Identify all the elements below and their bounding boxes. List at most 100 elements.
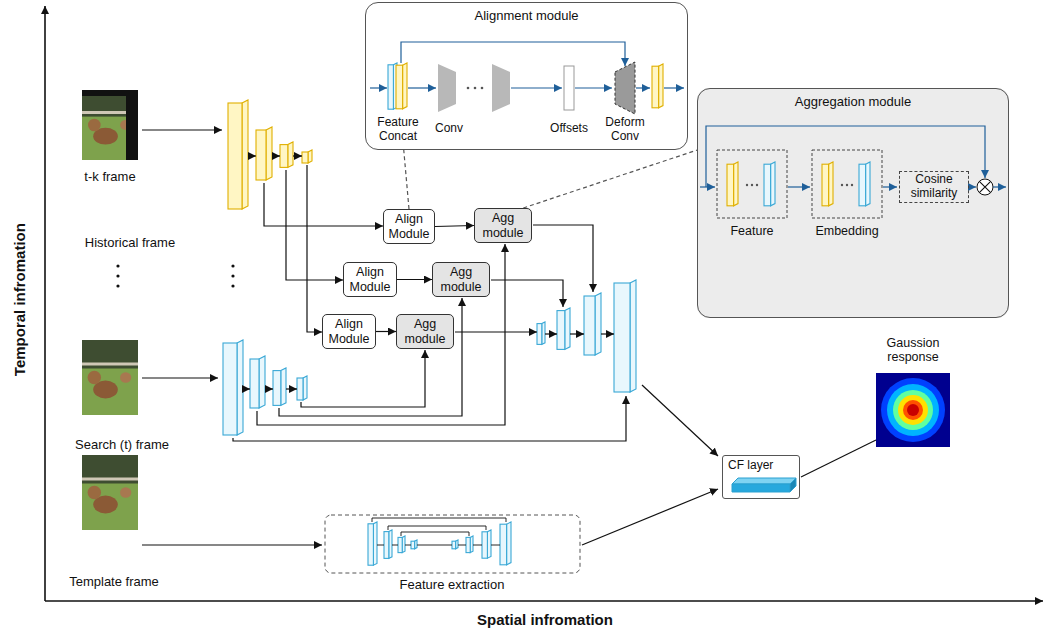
fused-feature-map bbox=[565, 308, 570, 349]
agg-module-box: Agg module bbox=[432, 262, 490, 297]
part-label: Deform Conv bbox=[605, 115, 644, 143]
frame-label: t-k frame bbox=[55, 170, 165, 185]
arrow-connector bbox=[397, 279, 432, 280]
dashed-group-box bbox=[325, 515, 580, 573]
part-label: Feature bbox=[730, 224, 773, 238]
frame-label: Template frame bbox=[49, 575, 179, 590]
extraction-feature-map bbox=[411, 541, 415, 549]
multiply-symbol bbox=[979, 181, 990, 192]
fused-feature-map bbox=[537, 324, 542, 345]
wire bbox=[473, 545, 482, 546]
ellipsis-dot bbox=[116, 284, 119, 287]
wire bbox=[458, 545, 466, 546]
ellipsis-dot bbox=[231, 284, 234, 287]
historical-feature-map bbox=[256, 130, 266, 180]
wire bbox=[642, 385, 718, 456]
fused-feature-map bbox=[630, 280, 636, 392]
wire bbox=[408, 87, 436, 88]
historical-feature-map bbox=[288, 142, 293, 167]
wire bbox=[801, 440, 876, 477]
search-feature-map bbox=[273, 368, 286, 405]
wire bbox=[279, 298, 462, 416]
axis-label: Temporal infromation bbox=[11, 185, 28, 415]
cf-filter-slab bbox=[732, 478, 796, 492]
fused-feature-map bbox=[557, 308, 570, 349]
node-text: CF layer bbox=[728, 459, 773, 473]
search-feature-map bbox=[273, 371, 281, 406]
ellipsis-dot bbox=[116, 274, 119, 277]
frame-label: Historical frame bbox=[85, 235, 175, 250]
part-label: Embedding bbox=[802, 224, 892, 238]
wire bbox=[307, 165, 322, 332]
search-feature-map bbox=[259, 356, 265, 408]
ellipsis-dot bbox=[756, 184, 758, 186]
multiply-symbol bbox=[977, 179, 993, 195]
extraction-feature-map bbox=[368, 522, 377, 565]
wire bbox=[286, 170, 343, 280]
search-feature-map bbox=[297, 376, 307, 400]
fused-feature-map bbox=[584, 296, 595, 355]
video-frame-photo bbox=[120, 372, 131, 383]
ellipsis-dot bbox=[116, 264, 119, 267]
wire bbox=[401, 532, 469, 536]
wire bbox=[455, 331, 537, 332]
extraction-feature-map bbox=[482, 530, 491, 558]
feature-map bbox=[771, 162, 775, 206]
extraction-feature-map bbox=[368, 524, 373, 565]
video-frame-photo bbox=[82, 90, 138, 160]
historical-feature-map bbox=[256, 127, 272, 180]
video-frame-photo bbox=[88, 119, 101, 132]
fused-feature-map bbox=[537, 322, 545, 344]
wire bbox=[243, 388, 250, 389]
part-label: Deform Conv bbox=[599, 116, 651, 144]
video-frame-photo bbox=[82, 455, 138, 484]
wire bbox=[491, 280, 563, 307]
frame-label: Historical frame bbox=[65, 236, 195, 251]
search-feature-map bbox=[281, 368, 286, 405]
video-frame-photo bbox=[126, 90, 138, 160]
video-frame-photo bbox=[82, 455, 138, 530]
gaussian-response-map bbox=[876, 373, 950, 447]
embedding-map bbox=[829, 162, 833, 206]
embedding-map bbox=[822, 162, 833, 206]
wire bbox=[392, 545, 398, 546]
aggregation-module-panel: Aggregation moduleCosine similarity bbox=[697, 88, 1009, 318]
wire bbox=[272, 155, 280, 156]
conv-layer bbox=[438, 64, 456, 112]
wire bbox=[601, 333, 614, 334]
cf-filter-slab bbox=[790, 478, 796, 492]
wire bbox=[301, 350, 425, 407]
concat-feature-map bbox=[396, 63, 407, 109]
cf-filter-slab bbox=[732, 478, 796, 484]
agg-module-box: Agg module bbox=[396, 314, 454, 349]
cf-layer-box: CF layer bbox=[722, 455, 800, 499]
wire bbox=[370, 87, 387, 88]
wire bbox=[511, 87, 562, 88]
wire bbox=[664, 87, 684, 88]
ellipsis-dot bbox=[846, 184, 848, 186]
multiply-symbol bbox=[977, 179, 993, 195]
extraction-feature-map bbox=[466, 536, 473, 553]
offsets-map bbox=[564, 66, 574, 110]
part-label: Feature bbox=[712, 224, 792, 238]
node-text: Align Module bbox=[347, 265, 393, 294]
gaussian-response-map bbox=[907, 404, 919, 416]
ellipsis-dot bbox=[231, 274, 234, 277]
extraction-feature-map bbox=[398, 537, 402, 552]
wire bbox=[142, 544, 322, 545]
axis-label: Temporal infromation bbox=[11, 223, 28, 376]
wire bbox=[142, 129, 222, 130]
wire bbox=[405, 545, 411, 546]
axis-line bbox=[44, 6, 46, 601]
historical-feature-map bbox=[280, 145, 288, 168]
gaussian-response-map bbox=[903, 400, 923, 420]
wire bbox=[993, 186, 1006, 187]
dashed-group-box bbox=[812, 150, 882, 218]
group-label: Feature extraction bbox=[372, 578, 532, 593]
wire bbox=[417, 545, 452, 546]
wire bbox=[636, 87, 650, 88]
concat-feature-map bbox=[396, 65, 403, 109]
align-module-box: Align Module bbox=[322, 314, 376, 349]
axis-label: Spatial infromation bbox=[435, 611, 655, 628]
aligned-feature-map bbox=[652, 64, 663, 108]
